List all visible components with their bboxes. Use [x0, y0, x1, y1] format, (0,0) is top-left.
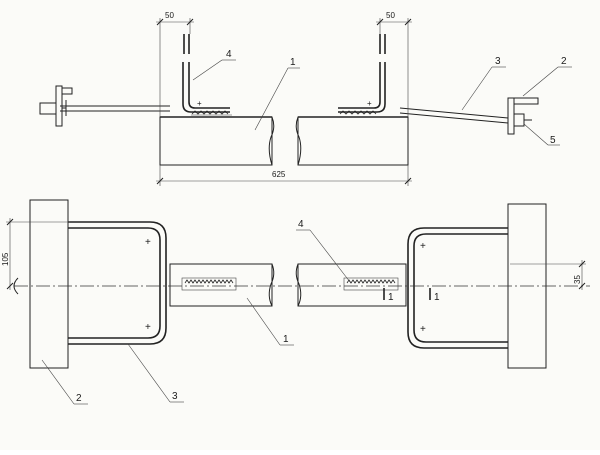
section-mark-1a: 1	[388, 292, 394, 303]
break-line-left	[268, 116, 275, 166]
u-bar-right-inner	[413, 233, 508, 343]
u-bar-right-outer	[407, 227, 508, 349]
beam-plan-left	[169, 263, 273, 307]
leader-2-top	[522, 66, 559, 97]
leader-3-top	[461, 66, 493, 111]
svg-text:+: +	[197, 99, 202, 108]
dim-105: 105	[1, 252, 10, 266]
svg-text:+: +	[145, 322, 151, 333]
callout-2-bottom: 2	[76, 393, 82, 404]
weld-plate-left	[181, 277, 237, 291]
callout-3-bottom: 3	[172, 391, 178, 402]
weld-left	[191, 110, 229, 115]
svg-text:+: +	[420, 324, 426, 335]
callout-4-bottom: 4	[298, 219, 304, 230]
leader-1-top	[254, 67, 289, 131]
callout-1-bottom: 1	[283, 334, 289, 345]
leader-1-bottom	[246, 297, 281, 346]
u-bar-left-outer	[68, 221, 167, 345]
callout-5-top: 5	[550, 135, 556, 146]
anchor-bar-right-inner	[338, 62, 381, 109]
dim-35: 35	[573, 275, 582, 284]
leader-2-bottom	[41, 359, 75, 405]
u-bar-left-inner	[68, 227, 161, 339]
anchor-bar-right	[338, 62, 386, 113]
dim-50-left: 50	[165, 11, 174, 20]
svg-text:+: +	[367, 99, 372, 108]
anchor-bar-left-inner	[188, 62, 230, 109]
leader-4-top	[192, 59, 223, 81]
callout-1-top: 1	[290, 57, 296, 68]
leader-3-bottom	[127, 343, 171, 403]
dim-50-right: 50	[386, 11, 395, 20]
rod-right-bottom	[399, 112, 509, 124]
rod-right-top	[399, 107, 509, 119]
leader-4-bottom	[309, 229, 351, 283]
nut-right	[513, 113, 525, 127]
break-line-right	[295, 116, 302, 166]
callout-2-top: 2	[561, 56, 567, 67]
beam-plan-right	[297, 263, 407, 307]
dim-625: 625	[272, 170, 286, 179]
callout-3-top: 3	[495, 56, 501, 67]
svg-text:+: +	[145, 237, 151, 248]
section-mark-1b: 1	[434, 292, 440, 303]
anchor-plate-right	[507, 97, 515, 135]
weld-plate-right	[343, 277, 399, 291]
anchor-bar-left	[182, 62, 230, 113]
side-view: + + 50 50	[39, 11, 572, 186]
plan-view: + + + + 105 35 1 1	[1, 199, 590, 405]
leader-5-top	[523, 123, 549, 146]
weld-right	[339, 110, 377, 115]
beam-right	[297, 116, 409, 166]
nut-left	[39, 102, 57, 115]
beam-left	[159, 116, 273, 166]
svg-text:+: +	[420, 241, 426, 252]
anchor-block-left	[29, 199, 69, 369]
callout-4-top: 4	[226, 49, 232, 60]
